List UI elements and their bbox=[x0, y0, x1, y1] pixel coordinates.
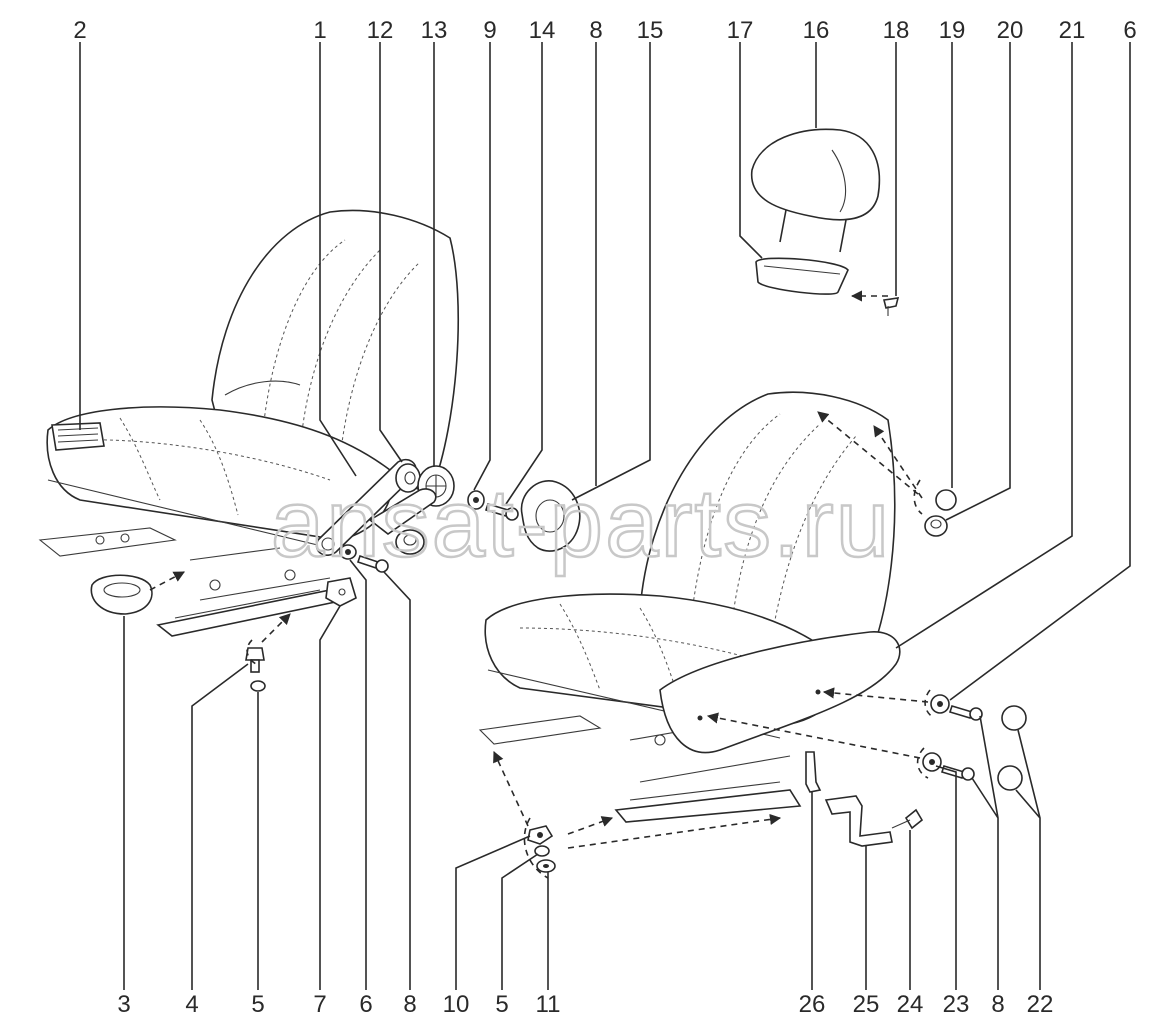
callout-8-bottom-left: 8 bbox=[403, 991, 416, 1018]
part-14-bolt bbox=[484, 503, 519, 521]
callout-23: 23 bbox=[943, 991, 970, 1018]
callout-1: 1 bbox=[313, 17, 326, 44]
callout-18: 18 bbox=[883, 17, 910, 44]
callout-2: 2 bbox=[73, 17, 86, 44]
left-seat-assembly bbox=[38, 209, 460, 637]
part-21-side-trim bbox=[659, 631, 901, 754]
part-8-bolt-right-upper bbox=[948, 705, 983, 721]
part-8-bolt-right-lower bbox=[940, 765, 975, 781]
callout-16: 16 bbox=[803, 17, 830, 44]
left-seat-side-panel bbox=[51, 422, 105, 451]
callout-12: 12 bbox=[367, 17, 394, 44]
callout-5-right: 5 bbox=[495, 991, 508, 1018]
right-seat-assembly bbox=[478, 391, 896, 823]
part-10-nut bbox=[527, 825, 554, 845]
right-seat-rail bbox=[614, 789, 802, 823]
callout-21: 21 bbox=[1059, 17, 1086, 44]
part-25-bracket bbox=[824, 795, 893, 847]
part-trim-plate bbox=[368, 488, 437, 535]
callout-15: 15 bbox=[637, 17, 664, 44]
callout-4: 4 bbox=[185, 991, 198, 1018]
part-9-washer bbox=[467, 490, 485, 510]
part-6-washer-left bbox=[339, 544, 357, 560]
callout-22: 22 bbox=[1027, 991, 1054, 1018]
part-5-washer-right bbox=[534, 845, 550, 857]
part-18-screw bbox=[883, 297, 900, 316]
part-24-screw bbox=[891, 808, 924, 830]
watermark-text: ansat-parts.ru bbox=[271, 470, 891, 577]
callout-9: 9 bbox=[483, 17, 496, 44]
callout-3: 3 bbox=[117, 991, 130, 1018]
callout-20: 20 bbox=[997, 17, 1024, 44]
part-6-washer-right bbox=[930, 694, 950, 714]
callout-6-bottom: 6 bbox=[359, 991, 372, 1018]
part-5-washer-left bbox=[250, 680, 266, 692]
callout-5-left: 5 bbox=[251, 991, 264, 1018]
part-23-washer bbox=[922, 752, 942, 772]
callout-13: 13 bbox=[421, 17, 448, 44]
part-3-cap bbox=[90, 574, 153, 615]
part-8-bolt-left bbox=[356, 554, 389, 573]
left-seat-rail bbox=[156, 589, 348, 637]
part-7-bracket bbox=[325, 577, 357, 607]
callout-25: 25 bbox=[853, 991, 880, 1018]
part-16-headrest bbox=[751, 128, 881, 253]
part-20-bushing bbox=[924, 515, 948, 537]
callout-26: 26 bbox=[799, 991, 826, 1018]
callouts-top: 2 1 12 13 9 14 8 15 17 16 18 19 20 21 6 bbox=[73, 17, 1136, 44]
callout-19: 19 bbox=[939, 17, 966, 44]
part-15-handwheel bbox=[520, 480, 581, 552]
assembly-arrows bbox=[149, 290, 935, 879]
part-26-clip bbox=[805, 751, 822, 793]
part-22-cap-lower bbox=[997, 765, 1023, 791]
left-seat-cushion bbox=[46, 406, 393, 541]
leader-lines bbox=[79, 42, 1131, 990]
part-11-washer bbox=[536, 859, 556, 873]
part-4-bolt bbox=[245, 647, 265, 673]
callout-17: 17 bbox=[727, 17, 754, 44]
part-22-cap-upper bbox=[1001, 705, 1027, 731]
part-lower-knob bbox=[395, 529, 425, 555]
callout-6-top: 6 bbox=[1123, 17, 1136, 44]
callouts-bottom: 3 4 5 7 6 8 10 5 11 26 25 24 23 8 22 bbox=[117, 991, 1053, 1018]
part-17-headrest-base bbox=[755, 257, 849, 295]
callout-8-top: 8 bbox=[589, 17, 602, 44]
callout-14: 14 bbox=[529, 17, 556, 44]
callout-8-bottom-right: 8 bbox=[991, 991, 1004, 1018]
callout-10: 10 bbox=[443, 991, 470, 1018]
part-19-cap bbox=[935, 489, 957, 511]
callout-11: 11 bbox=[536, 991, 561, 1018]
callout-24: 24 bbox=[897, 991, 924, 1018]
callout-7: 7 bbox=[313, 991, 326, 1018]
